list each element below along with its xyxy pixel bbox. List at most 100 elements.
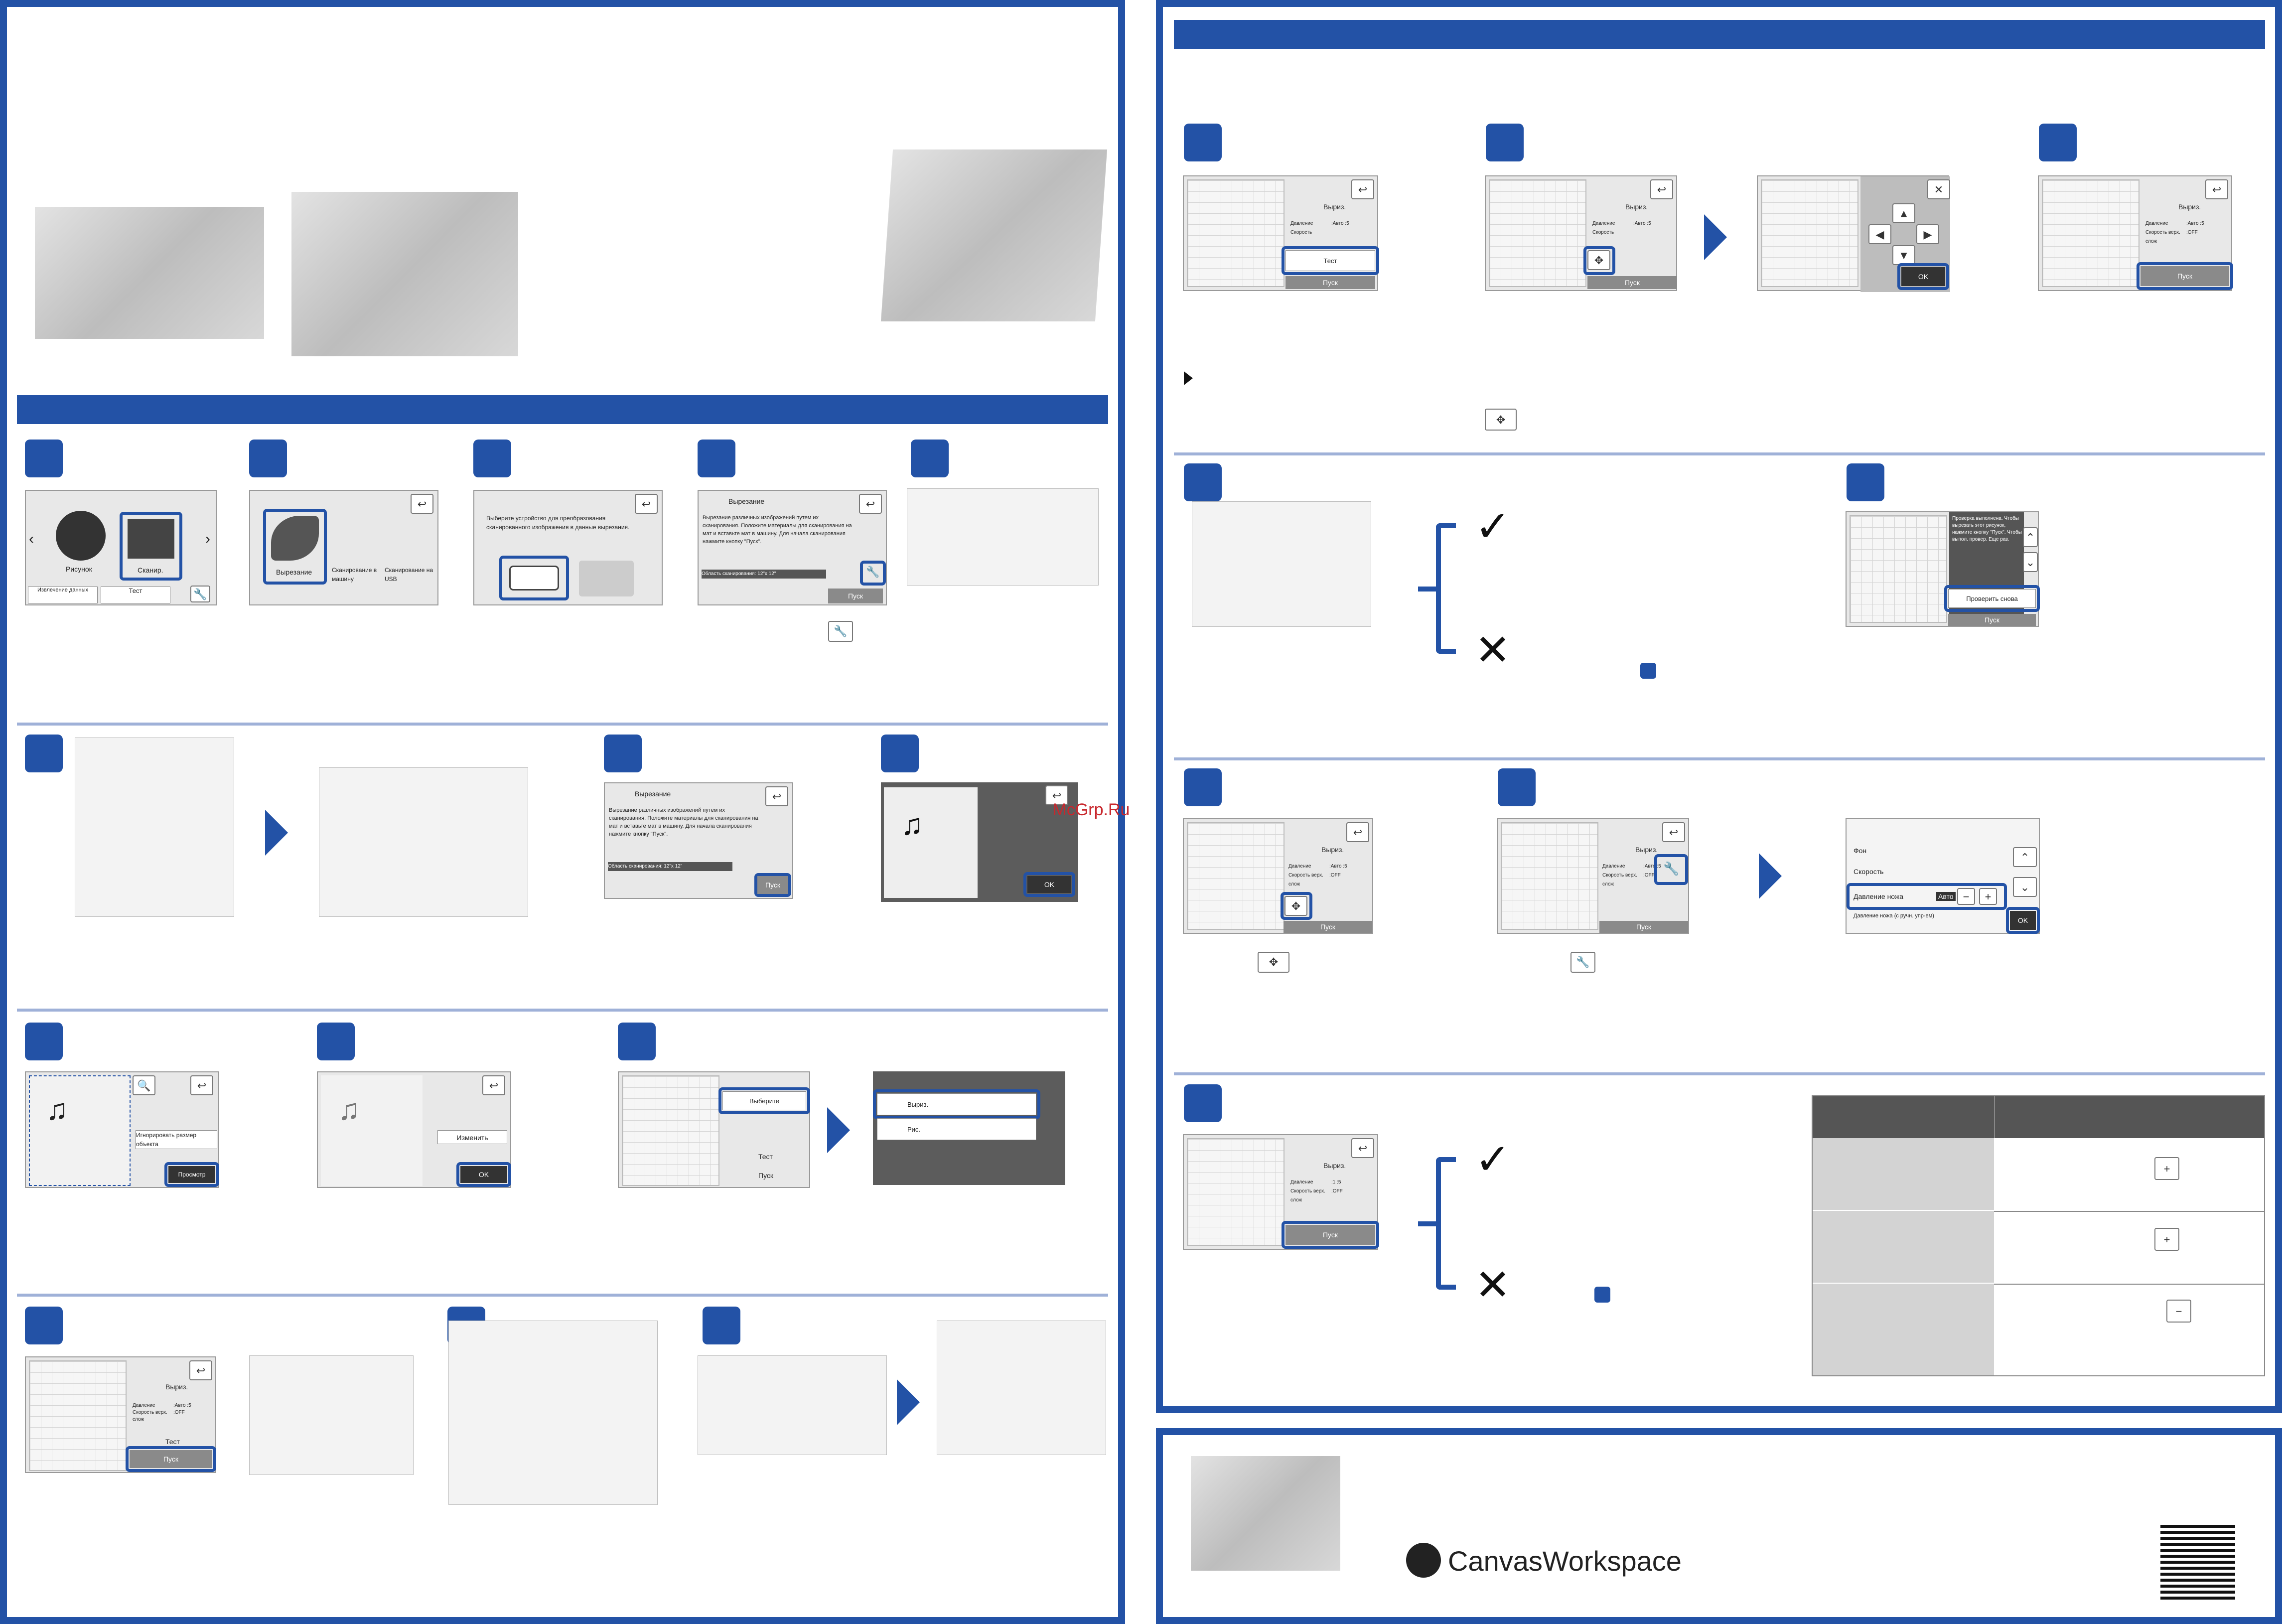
step-badge [25, 1307, 63, 1344]
scan-result-screen: ♫ ↩ OK [881, 782, 1078, 902]
down-arrow-icon[interactable]: ⌄ [2013, 877, 2037, 897]
machine-icon[interactable] [509, 566, 559, 591]
machine-highlight [499, 556, 569, 600]
ok-button[interactable]: OK [2010, 911, 2036, 930]
step-badge [1184, 768, 1222, 806]
right-arrow-icon[interactable]: ▶ [1916, 224, 1939, 244]
back-icon[interactable]: ↩ [635, 494, 658, 514]
watermark: McGrp.Ru [1052, 800, 1130, 819]
machine-unload-illustration [1192, 501, 1371, 627]
mode-label[interactable]: Выриз. [165, 1383, 188, 1391]
left-arrow-icon[interactable]: ◀ [1868, 224, 1891, 244]
close-icon[interactable]: ✕ [1927, 179, 1950, 199]
next-arrow [1704, 214, 1727, 260]
ok-button[interactable]: OK [1901, 267, 1945, 286]
start-button[interactable]: Пуск [1285, 1225, 1375, 1245]
plus-icon: + [2154, 1157, 2179, 1180]
change-button[interactable]: Изменить [437, 1130, 507, 1144]
back-icon[interactable]: ↩ [1346, 822, 1369, 842]
step-badge [881, 735, 919, 772]
scan-to-usb-label: Сканирование на USB [385, 567, 433, 583]
ok-button[interactable]: OK [460, 1166, 507, 1183]
mode-label[interactable]: Выриз. [2178, 203, 2201, 211]
move-screen: ↩ Выриз. Давление Скорость :Авто :5 ✥ Пу… [1485, 175, 1677, 291]
step-badge [249, 440, 287, 477]
move-icon[interactable]: ✥ [1587, 250, 1610, 270]
device-select-text: Выберите устройство для преобразования с… [486, 515, 630, 531]
zoom-icon[interactable]: 🔍 [133, 1075, 155, 1095]
up-arrow-icon[interactable]: ⌃ [2013, 847, 2037, 867]
data-retrieval-button[interactable]: Извлечение данных [28, 587, 98, 603]
draw-option[interactable]: Рис. [877, 1118, 1036, 1140]
ignore-size-label[interactable]: Игнорировать размер объекта [136, 1130, 217, 1149]
start-button[interactable]: Пуск [1284, 921, 1372, 933]
back-icon[interactable]: ↩ [1662, 822, 1685, 842]
start-button[interactable]: Пуск [828, 589, 883, 603]
next-arrow [897, 1379, 920, 1425]
mode-label[interactable]: Выриз. [1625, 203, 1648, 211]
start-button[interactable]: Пуск [757, 876, 788, 894]
start-button[interactable]: Пуск [1587, 276, 1677, 289]
row-divider [1994, 1211, 2264, 1212]
settings-labels: Давление Скорость [1290, 221, 1313, 235]
wrench-highlight [860, 561, 886, 586]
minus-icon[interactable]: − [1957, 888, 1975, 905]
wrench-icon[interactable]: 🔧 [190, 586, 210, 602]
start-button[interactable]: Пуск [1285, 276, 1375, 289]
home-screen: ‹ Рисунок Сканир. › Извлечение данных Те… [25, 490, 217, 605]
start-highlight [1282, 1221, 1379, 1249]
scan-icon[interactable] [128, 519, 174, 559]
back-icon[interactable]: ↩ [765, 786, 788, 806]
bracket-tick [1418, 1221, 1438, 1226]
settings-values: :1 :5 :OFF [1331, 1180, 1343, 1194]
mode-label[interactable]: Выриз. [1635, 846, 1658, 854]
mat-grid [29, 1360, 127, 1471]
pattern-shapes-icon[interactable] [56, 511, 106, 561]
mode-label[interactable]: Выриз. [1323, 203, 1346, 211]
left-arrow-icon[interactable]: ‹ [29, 531, 34, 547]
down-arrow-icon[interactable]: ⌄ [2023, 552, 2038, 572]
start-button[interactable]: Пуск [2140, 266, 2229, 286]
cut-highlight [263, 509, 327, 585]
back-icon[interactable]: ↩ [1351, 179, 1374, 199]
mode-label[interactable]: Выриз. [1321, 846, 1344, 854]
start-button[interactable]: Пуск [1599, 921, 1688, 933]
back-icon[interactable]: ↩ [411, 494, 433, 514]
back-icon[interactable]: ↩ [190, 1075, 213, 1095]
check-again-button[interactable]: Проверить снова [1948, 589, 2036, 608]
computer-icon[interactable] [579, 561, 634, 596]
back-icon[interactable]: ↩ [482, 1075, 505, 1095]
back-icon[interactable]: ↩ [2205, 179, 2228, 199]
up-arrow-icon[interactable]: ⌃ [2023, 527, 2038, 547]
start-label[interactable]: Пуск [758, 1172, 774, 1180]
back-icon[interactable]: ↩ [189, 1360, 212, 1380]
ok-button[interactable]: OK [1027, 876, 1071, 893]
back-icon[interactable]: ↩ [1351, 1138, 1374, 1158]
back-icon[interactable]: ↩ [1045, 785, 1068, 805]
test-label[interactable]: Тест [165, 1438, 180, 1446]
mode-label[interactable]: Выриз. [1323, 1162, 1346, 1170]
test-label[interactable]: Тест [758, 1153, 773, 1161]
brand-name: CanvasWorkspace [1448, 1545, 1682, 1577]
right-arrow-icon[interactable]: › [205, 531, 210, 547]
cut-option[interactable]: Выриз. [877, 1093, 1036, 1115]
start-highlight [754, 873, 791, 897]
test-button[interactable]: Тест [1285, 250, 1375, 271]
start-button[interactable]: Пуск [1948, 614, 2036, 626]
minus-icon: − [2166, 1300, 2191, 1323]
select-button[interactable]: Выберите [722, 1091, 806, 1110]
screen-title: Вырезание [728, 497, 765, 505]
wrench-icon[interactable]: 🔧 [866, 566, 880, 578]
back-icon[interactable]: ↩ [1650, 179, 1673, 199]
test-button[interactable]: Тест [101, 587, 170, 603]
back-icon[interactable]: ↩ [859, 494, 882, 514]
preview-button[interactable]: Просмотр [168, 1166, 215, 1183]
up-arrow-icon[interactable]: ▲ [1892, 203, 1915, 223]
plus-icon[interactable]: + [1979, 888, 1997, 905]
wrench-icon[interactable]: 🔧 [1663, 861, 1680, 876]
canvasworkspace-logo-icon [1406, 1543, 1441, 1578]
move-icon[interactable]: ✥ [1284, 896, 1307, 916]
start-button[interactable]: Пуск [130, 1450, 212, 1468]
divider [1174, 757, 2265, 760]
down-arrow-icon[interactable]: ▼ [1892, 245, 1915, 265]
